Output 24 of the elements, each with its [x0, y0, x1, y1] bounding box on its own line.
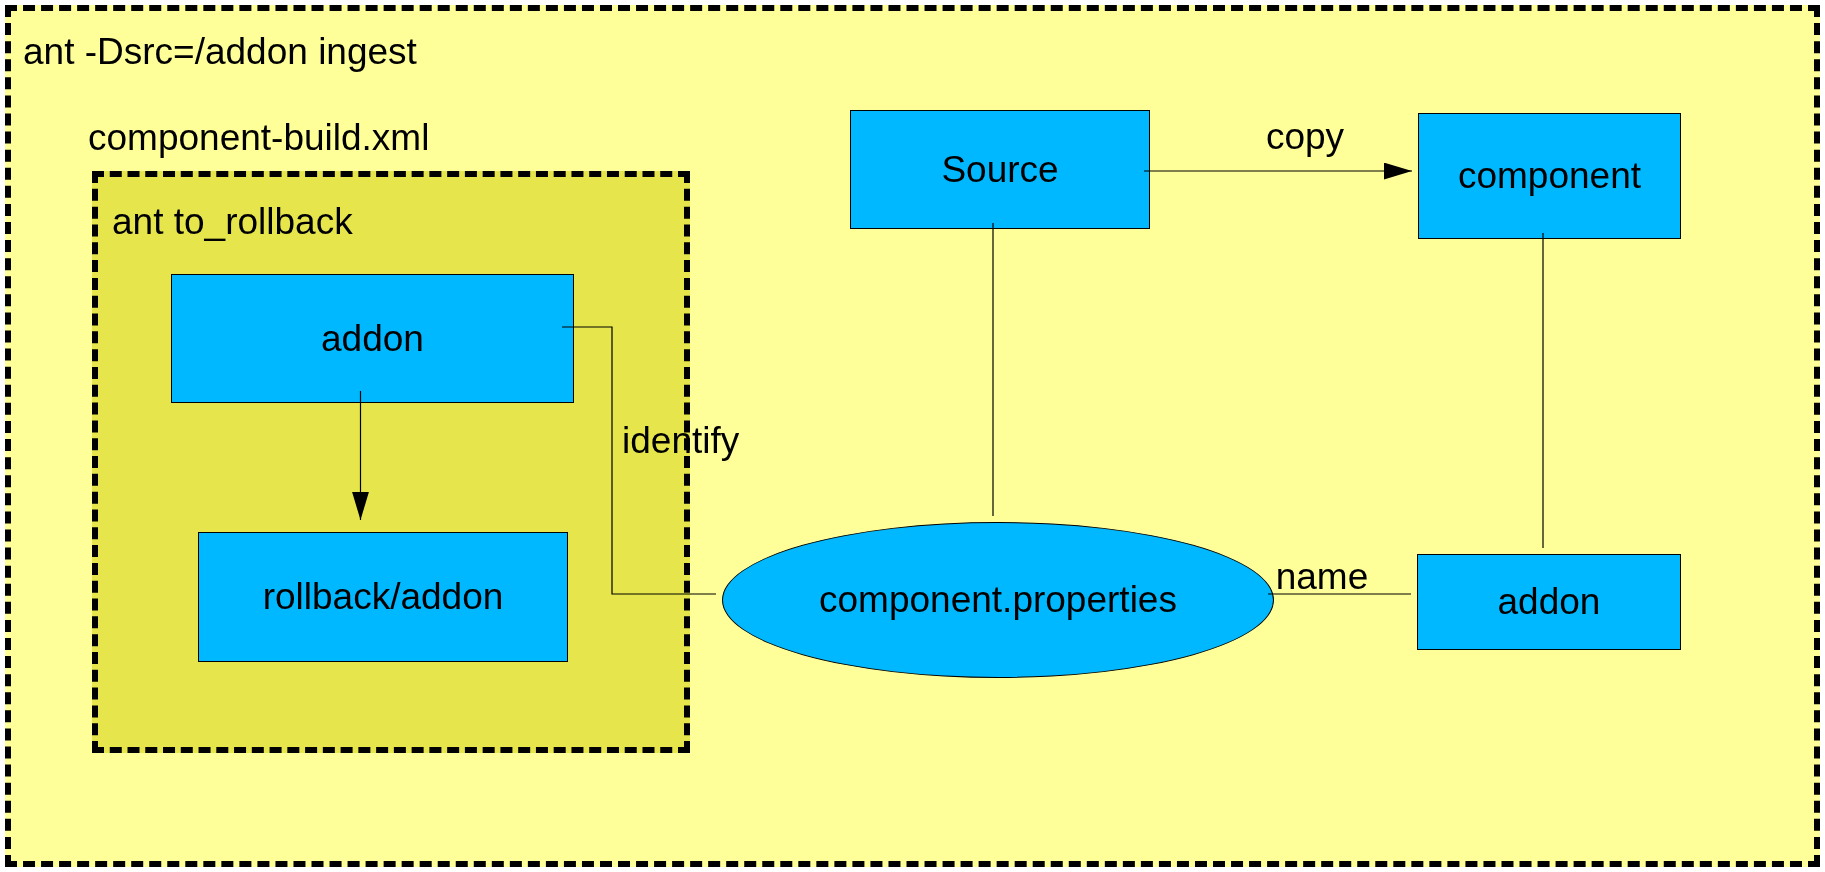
node-label: addon	[321, 317, 424, 360]
node-label: component	[1457, 155, 1642, 197]
node-label: Source	[941, 148, 1059, 191]
connector-line	[992, 222, 994, 517]
connector-line	[561, 326, 717, 595]
frame-title: ant -Dsrc=/addon ingest	[23, 31, 417, 73]
frame-heading: component-build.xml	[88, 117, 430, 159]
process-box	[1417, 554, 1681, 650]
outer-frame	[5, 5, 1820, 867]
arrow	[352, 390, 369, 521]
process-box	[198, 532, 568, 662]
connector-line	[1267, 593, 1412, 595]
process-box	[1418, 113, 1681, 239]
process-box	[850, 110, 1150, 229]
edge-label: copy	[1265, 116, 1345, 158]
node-label: component.properties	[819, 579, 1177, 621]
edge-label: name	[1275, 556, 1369, 598]
node-label: rollback/addon	[262, 576, 504, 618]
frame-title: ant to_rollback	[112, 201, 353, 243]
arrow	[1143, 162, 1413, 180]
edge-label: identify	[622, 420, 740, 462]
process-box	[171, 274, 574, 403]
node-label: addon	[1497, 581, 1601, 623]
connector-line	[1542, 232, 1544, 549]
